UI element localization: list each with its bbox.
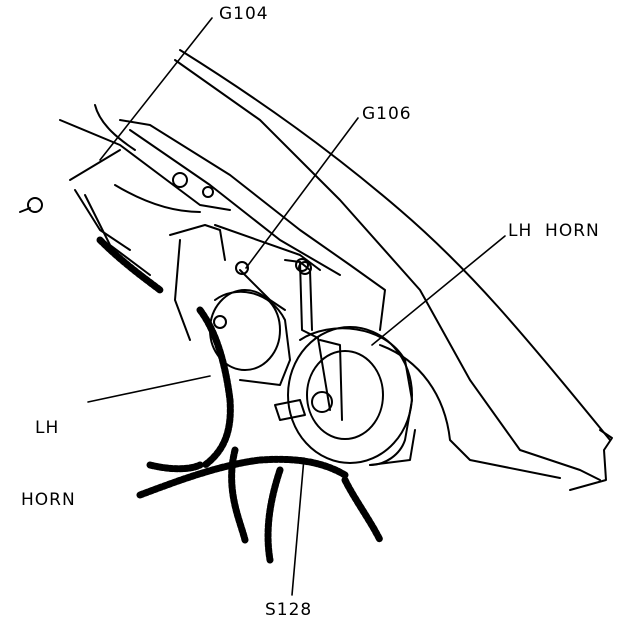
radiator-support (59, 104, 386, 341)
leader-lines (87, 17, 506, 596)
s128-leader (291, 457, 305, 596)
g106-leader (245, 117, 359, 269)
fender-outline (174, 49, 613, 491)
lh-horn-right-label: LH HORN (508, 221, 600, 241)
g104-leader (99, 17, 213, 161)
lh-horn-left-leader (87, 375, 211, 403)
g104-label: G104 (219, 4, 269, 24)
ground-wires (19, 149, 312, 311)
wiring-harness (96, 236, 384, 564)
lh-horn-left-label: LH HORN (21, 368, 76, 536)
lh-horn (274, 326, 416, 466)
g106-label: G106 (362, 104, 412, 124)
lh-horn-right-leader (371, 235, 506, 346)
s128-label: S128 (265, 600, 313, 620)
lh-horn-left-line2: HORN (21, 490, 76, 510)
lh-horn-left-line1: LH (35, 418, 60, 438)
